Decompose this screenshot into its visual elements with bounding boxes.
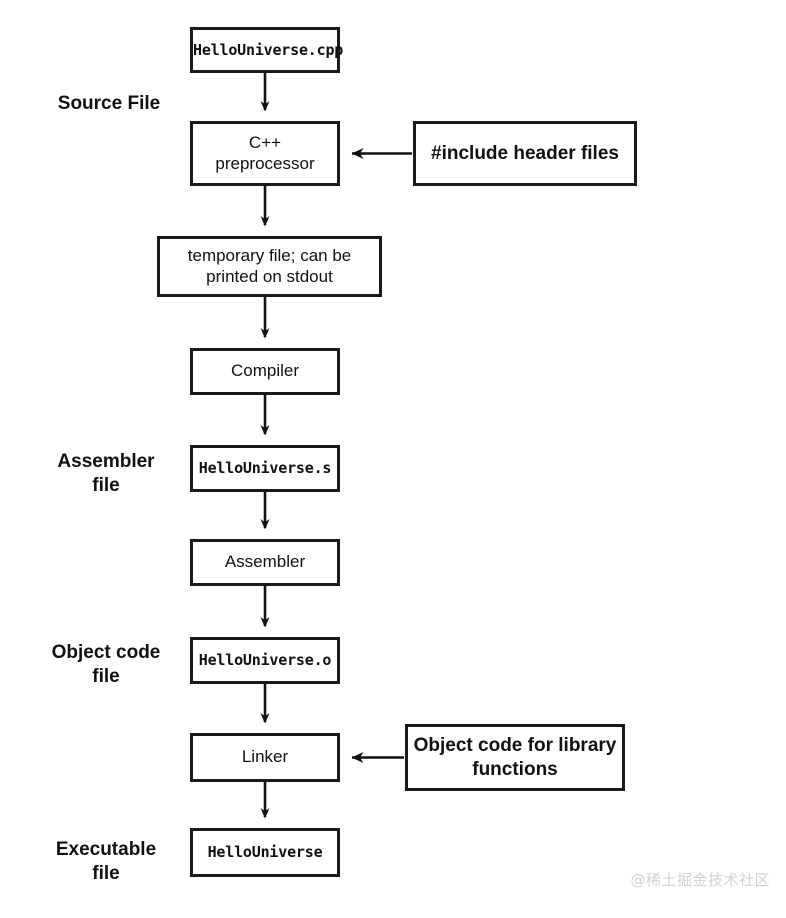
watermark: @稀土掘金技术社区: [630, 871, 770, 889]
node-hellouniverse-cpp[interactable]: HelloUniverse.cpp: [190, 27, 344, 73]
node-label: temporary file; can be printed on stdout: [187, 245, 352, 286]
node-hellouniverse-o[interactable]: HelloUniverse.o: [190, 637, 340, 684]
node-cpp-preprocessor[interactable]: C++ preprocessor: [190, 121, 340, 186]
node-hellouniverse-executable[interactable]: HelloUniverse: [190, 828, 340, 877]
node-label: C++ preprocessor: [215, 132, 315, 173]
node-label: Assembler: [224, 552, 306, 572]
node-label: Object code for library functions: [413, 735, 617, 780]
node-label: HelloUniverse.cpp: [193, 40, 344, 59]
node-label: Compiler: [230, 361, 300, 381]
node-temporary-file[interactable]: temporary file; can be printed on stdout: [157, 236, 382, 297]
node-compiler[interactable]: Compiler: [190, 348, 340, 395]
node-label: HelloUniverse: [207, 843, 323, 862]
node-label: #include header files: [431, 142, 619, 164]
node-hellouniverse-s[interactable]: HelloUniverse.s: [190, 445, 340, 492]
node-label: HelloUniverse.s: [198, 459, 332, 478]
stage-label-executable-file: Executable file: [55, 839, 157, 884]
node-label: HelloUniverse.o: [198, 651, 332, 670]
node-include-header-files[interactable]: #include header files: [413, 121, 637, 186]
node-object-code-library[interactable]: Object code for library functions: [405, 724, 625, 791]
node-linker[interactable]: Linker: [190, 733, 340, 782]
node-label: Linker: [241, 747, 289, 767]
stage-label-source-file: Source File: [57, 93, 161, 114]
node-assembler[interactable]: Assembler: [190, 539, 340, 586]
stage-label-object-code-file: Object code file: [51, 642, 161, 687]
stage-label-assembler-file: Assembler file: [57, 451, 155, 496]
